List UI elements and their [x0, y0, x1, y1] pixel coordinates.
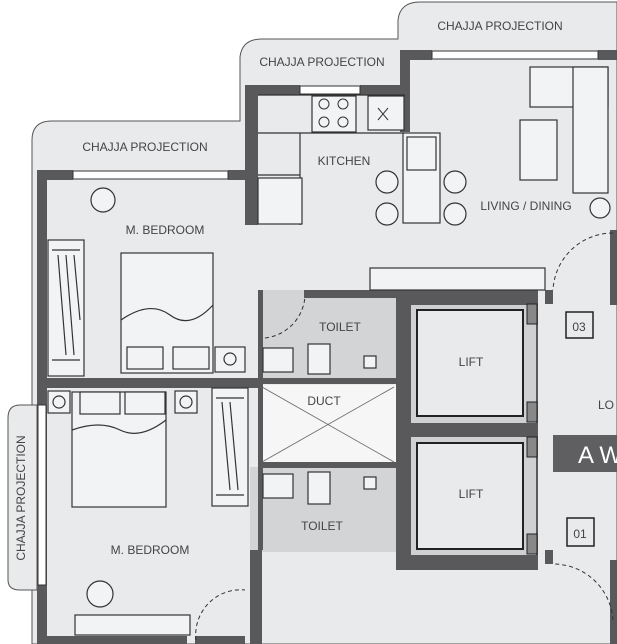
wash-basin: [262, 473, 294, 499]
windows: [37, 50, 599, 586]
unit-number-01: 01: [573, 527, 587, 541]
sink-icon: [377, 107, 389, 121]
wash-basin: [262, 347, 294, 373]
sofa: [519, 66, 611, 219]
bed: [47, 390, 198, 508]
lift-door-jamb: [526, 436, 538, 458]
lift-label: LIFT: [459, 355, 484, 369]
duct-cross: [261, 386, 395, 463]
room-label-bedroom: M. BEDROOM: [126, 223, 205, 237]
wardrobe: [211, 387, 249, 507]
room-label-bedroom: M. BEDROOM: [111, 543, 190, 557]
wing-banner: [553, 435, 617, 472]
room-label-living-dining: LIVING / DINING: [480, 199, 571, 213]
chair: [86, 580, 114, 608]
floor-trap: [363, 355, 377, 369]
unit-01-box: [566, 517, 595, 547]
lift-label: LIFT: [459, 487, 484, 501]
unit-03-box: [565, 311, 594, 339]
door-swing: [264, 295, 306, 339]
room-label-toilet: TOILET: [301, 519, 343, 533]
toilet-seat: [307, 471, 331, 505]
chajja-label: CHAJJA PROJECTION: [259, 55, 384, 69]
door-swing: [195, 589, 246, 641]
duct-label: DUCT: [307, 394, 341, 408]
floor-trap: [363, 476, 377, 490]
wardrobe: [47, 239, 85, 377]
chajja-label: CHAJJA PROJECTION: [14, 435, 28, 560]
room-label-kitchen: KITCHEN: [318, 154, 371, 168]
chair: [90, 187, 116, 213]
chajja-label: CHAJJA PROJECTION: [82, 140, 207, 154]
bed: [120, 252, 246, 374]
lobby-label: LO: [598, 398, 614, 412]
tv-unit: [369, 267, 546, 291]
wing-label: A W: [578, 442, 617, 469]
dining-table: [375, 132, 467, 226]
side-chajja-projection: [7, 404, 38, 591]
lift-car-bottom: [416, 442, 524, 550]
stove-icon: [318, 98, 349, 128]
chajja-label: CHAJJA PROJECTION: [437, 19, 562, 33]
toilet-seat: [307, 343, 331, 375]
unit-number-03: 03: [572, 320, 586, 334]
door-swing: [552, 232, 614, 291]
desk: [74, 614, 191, 636]
door-swing: [552, 563, 614, 621]
lift-door-jamb: [526, 533, 538, 555]
lift-door-jamb: [526, 401, 538, 423]
room-label-toilet: TOILET: [319, 320, 361, 334]
lift-car-top: [416, 309, 524, 417]
lift-door-jamb: [526, 303, 538, 325]
kitchen-counter: [257, 94, 405, 225]
